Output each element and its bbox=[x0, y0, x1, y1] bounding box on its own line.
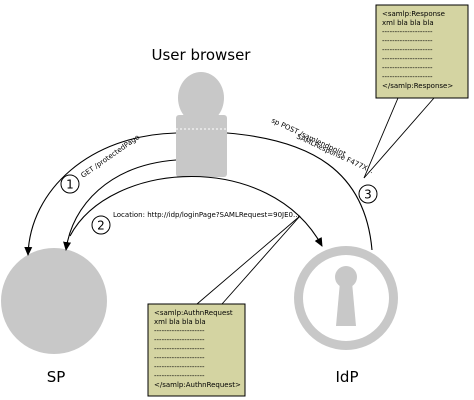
note-line: </samlp:Response> bbox=[382, 82, 453, 90]
step-3-label-line2: SAMLResponse F477X... bbox=[295, 133, 375, 176]
step2-redirect-arrow bbox=[63, 159, 177, 251]
step1-arrow bbox=[24, 132, 177, 256]
step-3-number: 3 bbox=[364, 188, 372, 202]
step-2-number: 2 bbox=[97, 219, 105, 233]
note-line: xml bla bla bla bbox=[154, 318, 206, 326]
note-line: </samlp:AuthnRequest> bbox=[154, 381, 241, 389]
note-line: -------------------- bbox=[154, 354, 205, 362]
sp-circle-icon bbox=[1, 248, 107, 354]
note-line: <samlp:AuthnRequest bbox=[154, 309, 233, 317]
note-line: -------------------- bbox=[154, 372, 205, 380]
note-line: -------------------- bbox=[382, 46, 433, 54]
user-browser-icon bbox=[176, 72, 227, 177]
note-line: -------------------- bbox=[382, 73, 433, 81]
saml-response-note: <samlp:Response xml bla bla bla --------… bbox=[375, 4, 469, 99]
step-2-label: Location: http://idp/loginPage?SAMLReque… bbox=[113, 211, 300, 219]
step-1-badge: 1 bbox=[60, 174, 80, 194]
saml-authnrequest-note: <samlp:AuthnRequest xml bla bla bla ----… bbox=[147, 303, 246, 397]
step-2-badge: 2 bbox=[91, 215, 111, 235]
request-callout-line bbox=[196, 215, 301, 305]
sp-label: SP bbox=[47, 368, 66, 386]
note-line: xml bla bla bla bbox=[382, 19, 434, 27]
step-3-badge: 3 bbox=[358, 184, 378, 204]
note-line: -------------------- bbox=[382, 37, 433, 45]
keyhole-icon bbox=[294, 246, 398, 350]
step3-arrow bbox=[226, 132, 373, 251]
note-line: -------------------- bbox=[382, 64, 433, 72]
note-line: <samlp:Response bbox=[382, 10, 445, 18]
note-line: -------------------- bbox=[154, 336, 205, 344]
user-browser-label: User browser bbox=[152, 46, 252, 64]
note-line: -------------------- bbox=[154, 345, 205, 353]
response-callout-line bbox=[363, 97, 435, 179]
step-1-number: 1 bbox=[66, 178, 74, 192]
note-line: -------------------- bbox=[154, 363, 205, 371]
step-1-label: GET /protectedPage bbox=[80, 133, 142, 179]
note-line: -------------------- bbox=[382, 28, 433, 36]
idp-label: IdP bbox=[336, 368, 359, 386]
note-line: -------------------- bbox=[382, 55, 433, 63]
request-callout-line bbox=[221, 215, 301, 305]
step2-idp-arrow bbox=[69, 176, 323, 247]
note-line: -------------------- bbox=[154, 327, 205, 335]
response-callout-line bbox=[363, 97, 399, 179]
